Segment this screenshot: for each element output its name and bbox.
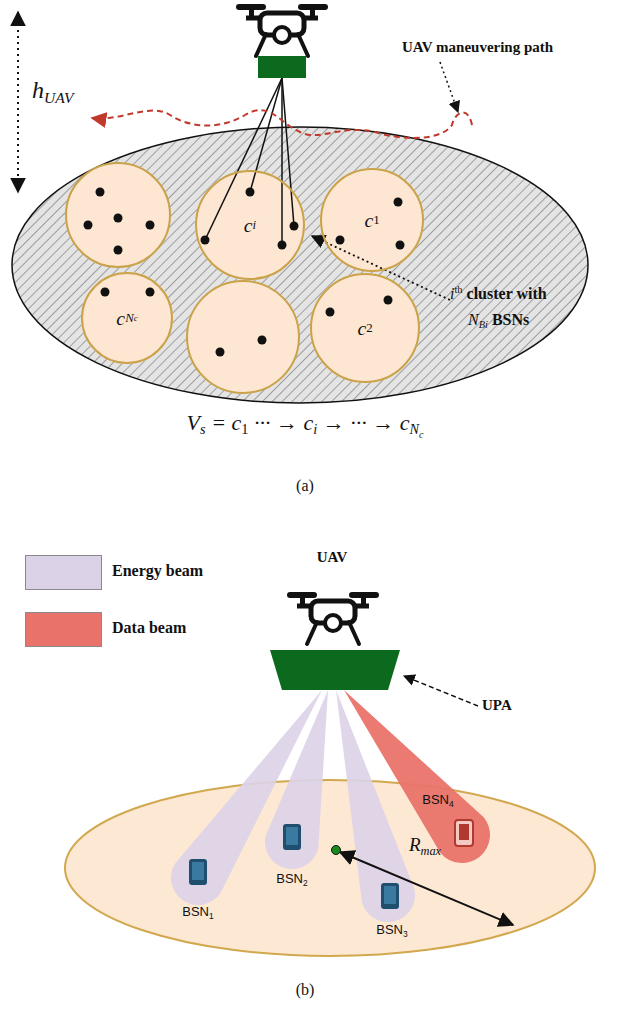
cluster-name: c [244,214,253,237]
path-label: UAV maneuvering path [402,38,553,56]
panel-label: (b) [296,981,315,998]
cluster-note: Bi [479,319,488,330]
sensor-dots [84,188,405,357]
cluster-note: th [454,284,462,295]
cluster-label: cNc [81,272,173,364]
radius-label: Rmax [409,834,441,859]
coverage-area [65,780,595,956]
beams [171,690,490,922]
sensor-label: BSN3 [376,922,407,939]
visit-sequence: ··· → c [254,410,313,435]
legend-entry: Data beam [112,618,186,637]
uav-links [205,78,294,245]
sensor-label: BSN [276,871,303,886]
visit-sequence: Vs = c1 ··· → ci → ··· → cNc [187,410,424,441]
cluster-name: c [364,209,373,232]
radius-label: max [421,844,442,858]
path-label: UAV maneuvering path [402,39,553,55]
legend-text: Energy beam [112,562,203,579]
sensor-label: 2 [303,878,308,888]
cluster-circle: cNc [81,272,173,364]
sensor-label: BSN [422,792,449,807]
panel-label: (b) [296,980,315,999]
cluster-label: c2 [310,273,420,383]
cluster-circle: c2 [310,273,420,383]
sensor-tablets [189,820,473,909]
visit-sequence: 1 [241,421,248,437]
legend-text: Data beam [112,619,186,636]
visit-sequence: = c [211,410,241,435]
upa-label: UPA [482,697,512,713]
sensor-label: BSN4 [422,792,453,809]
cluster-note: N [468,311,479,328]
height-arrow [18,12,19,192]
uav-label: UAV [317,549,348,565]
sensor-label: BSN1 [182,904,213,921]
height-label: UAV [44,89,74,106]
cluster-note: BSNs [492,311,529,328]
upa-label: UPA [482,696,512,714]
upa-pointer [404,676,478,706]
cluster-fills [66,163,424,393]
sensor-label: 1 [209,911,214,921]
cluster-name: c [134,313,138,323]
cluster-circle: c1 [320,168,424,272]
cluster-label: ci [195,170,305,280]
legend-entry: Energy beam [112,561,203,580]
visit-sequence: N [409,421,419,437]
radius-label: R [409,834,421,855]
sensor-label: BSN2 [276,871,307,888]
cluster-note: i [450,285,454,302]
cluster-pointer [312,236,450,300]
legend-swatch [25,555,102,590]
cluster-label: c1 [320,168,424,272]
sensor-label: 3 [403,929,408,939]
sensor-label: BSN [376,922,403,937]
cluster-name: N [125,311,134,326]
legend-swatch [25,612,102,647]
visit-sequence: V [187,410,200,435]
visit-sequence: c [419,429,423,440]
uav-b [270,592,400,690]
visit-sequence: s [200,421,206,437]
sensor-label: 4 [449,799,454,809]
cluster-note: cluster with [467,285,547,302]
height-label: h [32,77,44,103]
panel-label: (a) [296,477,314,494]
height-label: hUAV [32,76,74,107]
cluster-name: 2 [366,321,372,336]
visit-sequence: i [313,421,317,437]
uav-a [236,4,328,78]
cluster-circle: ci [195,170,305,280]
cluster-name: c [357,317,366,340]
cluster-name: c [116,307,125,330]
cluster-name: i [253,218,257,233]
cluster-name: 1 [373,213,379,228]
ground-area [12,127,588,403]
sensor-label: BSN [182,904,209,919]
visit-sequence: → ··· → c [323,410,410,435]
cluster-note: NBi BSNs [468,310,529,332]
cluster-note: ith cluster with [450,284,547,303]
uav-label: UAV [317,548,348,566]
panel-label: (a) [296,476,314,495]
